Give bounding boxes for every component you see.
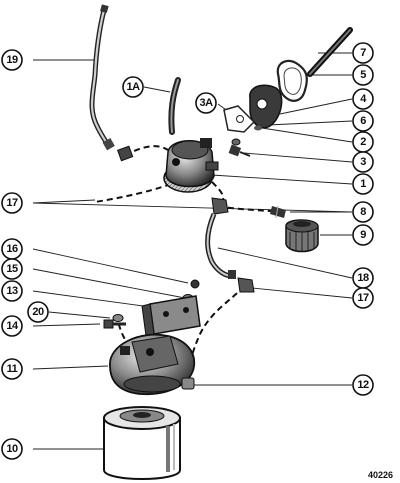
- callout-6: 6: [352, 110, 374, 132]
- bolt-14: [103, 319, 126, 329]
- callout-2: 2: [352, 131, 374, 153]
- callout-19: 19: [1, 49, 23, 71]
- elbow-fitting-upper: [117, 145, 134, 162]
- callout-1: 1: [352, 173, 374, 195]
- callout-8: 8: [352, 201, 374, 223]
- fuel-pump-upper: [163, 138, 219, 193]
- figure-number: 40226: [368, 470, 394, 480]
- callout-12: 12: [352, 374, 374, 396]
- screw-6: [254, 125, 262, 131]
- callout-20: 20: [27, 301, 49, 323]
- callout-1a: 1A: [122, 76, 144, 98]
- callout-3a: 3A: [195, 92, 217, 114]
- callout-14: 14: [1, 315, 23, 337]
- callout-5: 5: [352, 64, 374, 86]
- callout-17-lower: 17: [352, 287, 374, 309]
- bracket-13: [141, 295, 201, 337]
- screw-3: [228, 144, 251, 157]
- callout-18: 18: [352, 267, 374, 289]
- washer-2: [231, 138, 241, 146]
- fuel-tube-18: [205, 213, 236, 279]
- filter-element-9: [285, 219, 319, 253]
- leader-lines: [32, 52, 353, 450]
- fitting-8: [270, 205, 286, 219]
- pushrod: [307, 27, 353, 77]
- callout-11: 11: [1, 358, 23, 380]
- nut-16: [190, 279, 200, 289]
- callout-17-upper: 17: [1, 192, 23, 214]
- callout-15: 15: [1, 258, 23, 280]
- callout-3: 3: [352, 151, 374, 173]
- hose-1a: [168, 77, 181, 135]
- callout-9: 9: [352, 224, 374, 246]
- callout-13: 13: [1, 280, 23, 302]
- callout-7: 7: [352, 42, 374, 64]
- callout-10: 10: [1, 438, 23, 460]
- elbow-fitting-lower: [237, 277, 255, 293]
- fuel-line-tube: [89, 4, 115, 151]
- washer-20: [112, 314, 124, 322]
- filter-canister-10: [103, 406, 181, 480]
- callout-16: 16: [1, 238, 23, 260]
- plug-12: [181, 377, 195, 390]
- fitting-elbow-mid: [211, 197, 229, 215]
- filter-base-11: [109, 333, 196, 396]
- callout-4: 4: [352, 88, 374, 110]
